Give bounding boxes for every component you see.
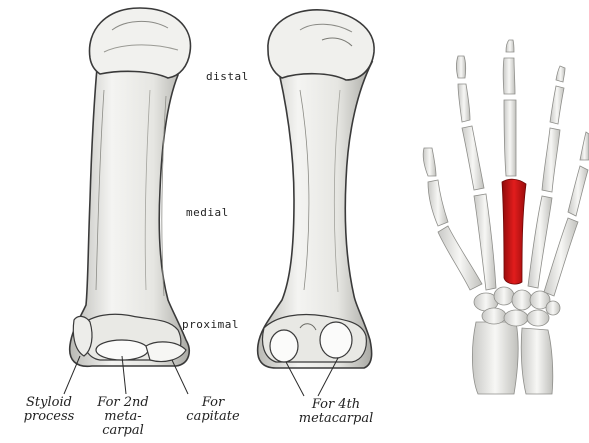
for-capitate-line-1: For [176,396,250,410]
hand-skeleton [423,40,589,394]
for-capitate-line-2: capitate [176,410,250,424]
proximal-label: proximal [182,318,239,331]
radius-bone [472,322,518,394]
for-2nd-metacarpal-line-1: For 2nd [88,396,158,410]
left-bone-head [89,8,190,78]
for-4th-metacarpal-line-1: For 4th [280,398,392,412]
ulna-bone [521,328,553,394]
styloid-process-line-2: process [16,410,82,424]
facet-4th-metacarpal-b [320,322,352,358]
styloid-process-label: Styloid process [16,396,82,424]
for-4th-metacarpal-label: For 4th metacarpal [280,398,392,426]
for-capitate-label: For capitate [176,396,250,424]
facet-4th-metacarpal-a [270,330,298,362]
for-4th-metacarpal-line-2: metacarpal [280,412,392,426]
for-2nd-metacarpal-line-2: meta- [88,410,158,424]
middle-bone-head [268,10,374,80]
middle-finger-bones [503,40,516,176]
middle-metacarpal-bone [258,10,374,368]
for-2nd-metacarpal-line-3: carpal [88,424,158,438]
styloid-process-line-1: Styloid [16,396,82,410]
highlighted-third-metacarpal [502,179,526,284]
distal-label: distal [206,70,249,83]
for-2nd-metacarpal-label: For 2nd meta- carpal [88,396,158,438]
medial-label: medial [186,206,229,219]
left-metacarpal-bone [70,8,191,366]
